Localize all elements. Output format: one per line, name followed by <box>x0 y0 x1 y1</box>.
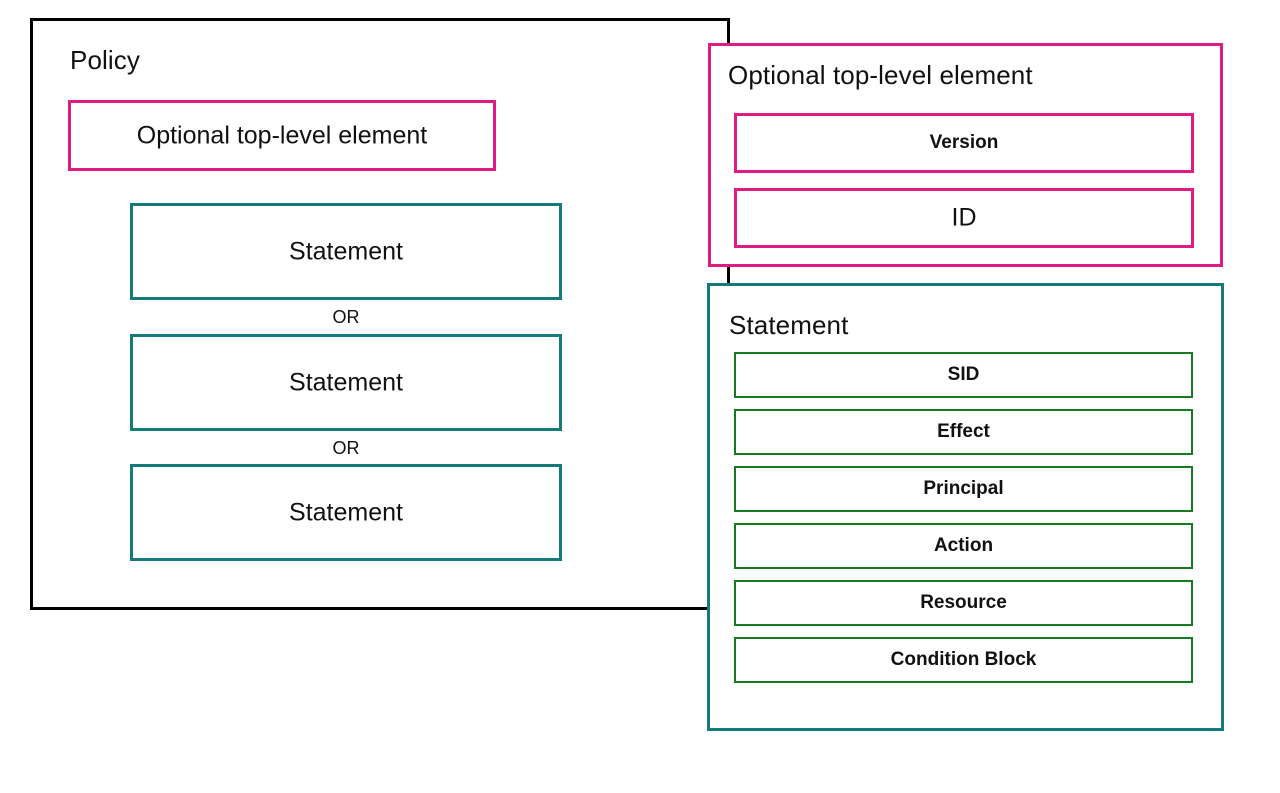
policy-statement-label-2: Statement <box>289 368 403 396</box>
statement-item-principal-label: Principal <box>923 478 1004 499</box>
policy-statement-box-2[interactable]: Statement <box>130 334 562 431</box>
statement-item-effect-label: Effect <box>937 421 990 442</box>
policy-statement-box-3[interactable]: Statement <box>130 464 562 561</box>
policy-separator-or-1: OR <box>332 307 360 327</box>
policy-statement-label-3: Statement <box>289 498 403 526</box>
policy-title: Policy <box>70 45 140 75</box>
policy-optional-top-level-element-box[interactable]: Optional top-level element <box>68 100 496 171</box>
optional-element-detail-title: Optional top-level element <box>728 60 1033 90</box>
statement-item-sid[interactable]: SID <box>734 352 1193 398</box>
optional-element-item-version[interactable]: Version <box>734 113 1194 173</box>
statement-item-resource[interactable]: Resource <box>734 580 1193 626</box>
optional-element-item-id-label: ID <box>951 203 977 232</box>
statement-detail-title: Statement <box>729 310 849 340</box>
statement-item-condition-block-label: Condition Block <box>890 649 1037 670</box>
policy-optional-top-level-element-label: Optional top-level element <box>136 121 428 149</box>
optional-element-item-version-label: Version <box>929 132 999 153</box>
policy-statement-box-1[interactable]: Statement <box>130 203 562 300</box>
statement-item-sid-label: SID <box>947 364 980 385</box>
statement-item-effect[interactable]: Effect <box>734 409 1193 455</box>
statement-item-condition-block[interactable]: Condition Block <box>734 637 1193 683</box>
statement-item-resource-label: Resource <box>920 592 1007 613</box>
policy-separator-or-2: OR <box>332 438 360 458</box>
policy-statement-label-1: Statement <box>289 237 403 265</box>
statement-item-action[interactable]: Action <box>734 523 1193 569</box>
statement-item-principal[interactable]: Principal <box>734 466 1193 512</box>
statement-item-action-label: Action <box>933 535 994 556</box>
optional-element-item-id[interactable]: ID <box>734 188 1194 248</box>
